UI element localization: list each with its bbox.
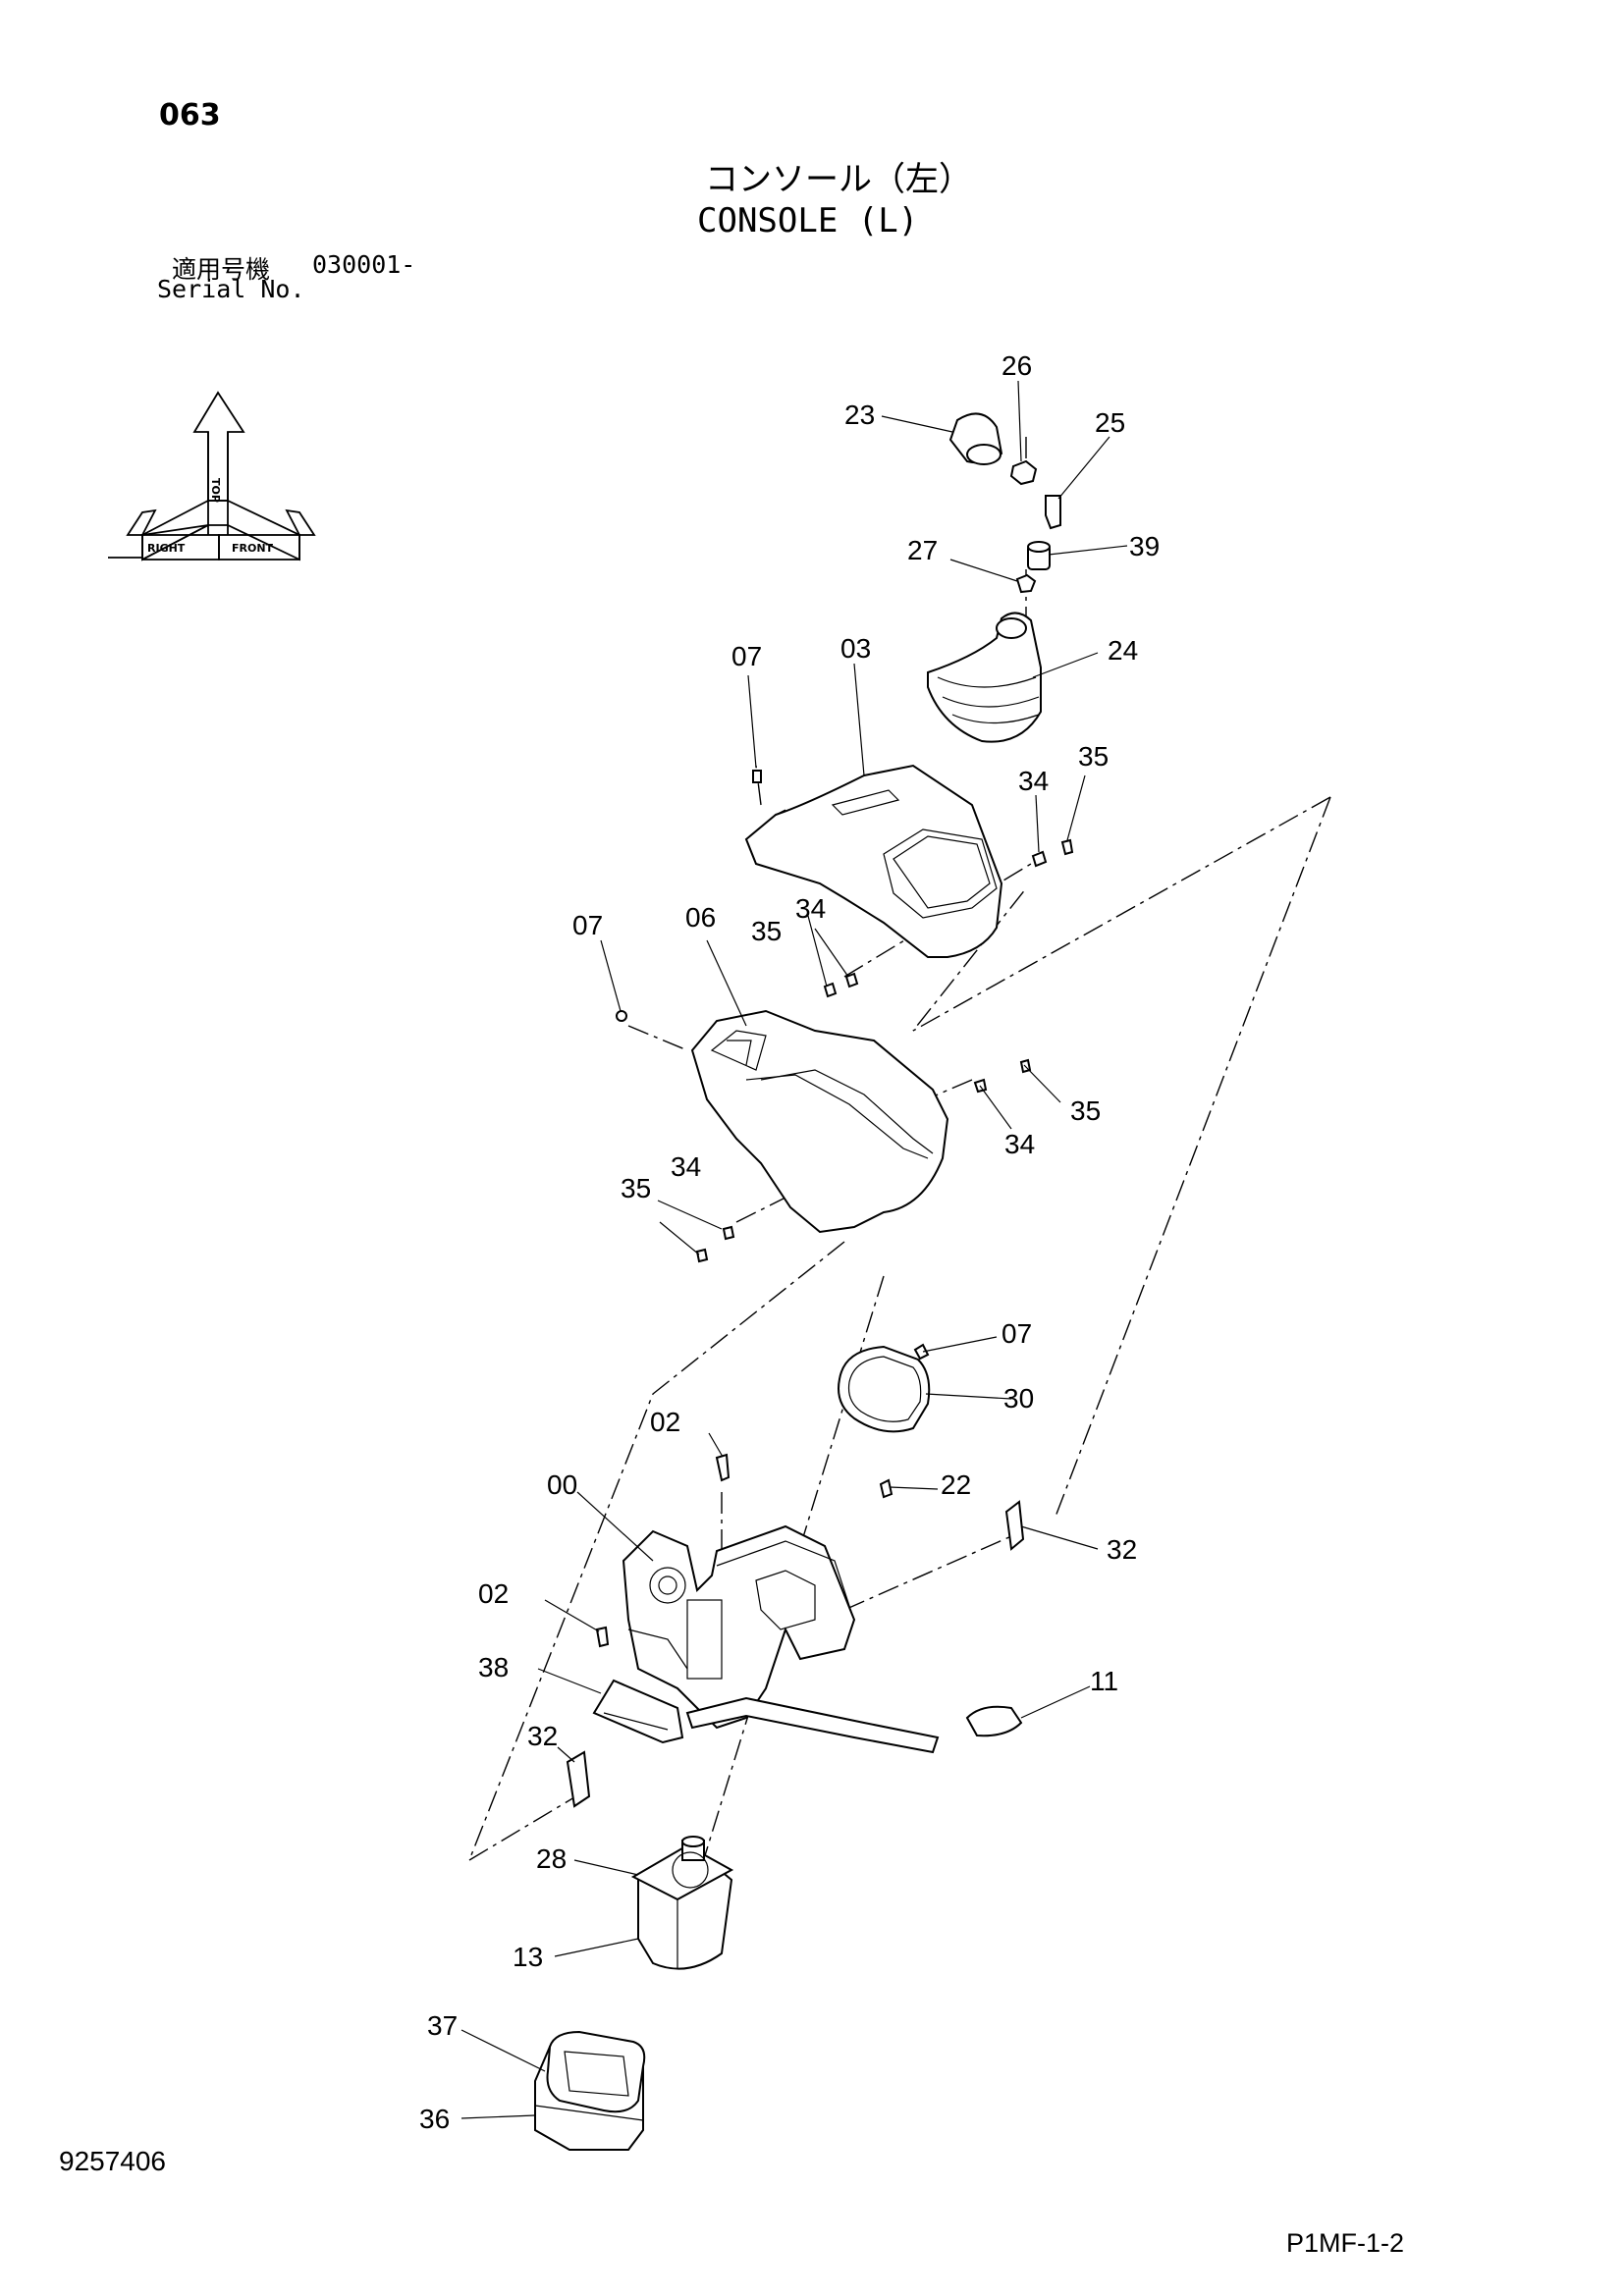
callout-38: 38 <box>478 1652 509 1682</box>
callout-07-a: 07 <box>731 641 762 671</box>
page-title-japanese: コンソール（左） <box>705 160 972 199</box>
callout-39: 39 <box>1129 531 1160 561</box>
orientation-right-label: RIGHT <box>147 542 186 555</box>
clip-part-34-a <box>1031 850 1048 868</box>
callout-00: 00 <box>547 1469 577 1500</box>
console-cover-part-06 <box>690 1009 949 1234</box>
sleeve-part-39 <box>1027 541 1051 570</box>
frame-part-30 <box>838 1345 931 1433</box>
callout-26: 26 <box>1001 350 1032 381</box>
console-base-part-00 <box>622 1524 856 1730</box>
callout-11: 11 <box>1090 1666 1118 1696</box>
plate-part-32-a <box>1004 1500 1025 1551</box>
callout-06: 06 <box>685 902 716 933</box>
bracket-part-25 <box>1045 495 1061 530</box>
nut-part-27 <box>1015 573 1037 594</box>
switch-part-13 <box>630 1836 734 1970</box>
cap-part-11 <box>965 1705 1023 1737</box>
bolt-part-02-b <box>595 1626 610 1648</box>
callout-34-d: 34 <box>671 1151 701 1182</box>
callout-13: 13 <box>513 1942 543 1972</box>
orientation-top-label: TOP <box>209 478 222 503</box>
plate-part-38 <box>592 1679 684 1744</box>
page-title: CONSOLE (L) <box>697 201 919 240</box>
callout-32-a: 32 <box>1107 1534 1137 1565</box>
callout-34-a: 34 <box>1018 766 1049 796</box>
clip-part-07-a <box>752 770 762 783</box>
callout-27: 27 <box>907 535 938 565</box>
callout-25: 25 <box>1095 407 1125 438</box>
boot-part-24 <box>927 612 1042 743</box>
callout-23: 23 <box>844 400 875 430</box>
callout-34-c: 34 <box>1004 1129 1035 1159</box>
serial-label: Serial No. <box>157 275 305 303</box>
callout-35-d: 35 <box>621 1173 651 1203</box>
knob-part-23 <box>948 412 1003 465</box>
callout-32-b: 32 <box>527 1721 558 1751</box>
clip-part-35-a <box>1060 838 1074 856</box>
serial-value: 030001- <box>312 250 416 279</box>
callout-22: 22 <box>941 1469 971 1500</box>
callout-35-b: 35 <box>751 916 782 946</box>
clip-part-35-b <box>823 982 838 998</box>
callout-37: 37 <box>427 2010 458 2041</box>
fastener-group <box>616 770 1074 1361</box>
page-code: P1MF-1-2 <box>1286 2228 1405 2258</box>
callout-24: 24 <box>1108 635 1138 666</box>
callout-28: 28 <box>536 1843 567 1874</box>
callout-labels: 26 23 25 27 39 07 03 24 35 34 07 06 34 3… <box>419 350 1160 2134</box>
document-number: 9257406 <box>59 2146 167 2176</box>
page-number: 063 <box>159 98 221 133</box>
rod-part <box>685 1696 940 1754</box>
bolt-part-02-a <box>715 1453 731 1482</box>
clip-part-07-b <box>616 1010 627 1022</box>
callout-35-c: 35 <box>1070 1095 1101 1126</box>
callout-07-c: 07 <box>1001 1318 1032 1349</box>
callout-35-a: 35 <box>1078 741 1109 772</box>
callout-36: 36 <box>419 2104 450 2134</box>
orientation-front-label: FRONT <box>232 542 274 555</box>
leader-lines <box>460 380 1128 2119</box>
callout-02-a: 02 <box>650 1407 680 1437</box>
clip-part-07-c <box>913 1343 930 1361</box>
serial-label-japanese: 適用号機 <box>172 255 271 284</box>
grommet-part-36 <box>534 2030 646 2151</box>
plate-part-32-b <box>566 1750 591 1808</box>
clip-part-34-b <box>844 972 859 988</box>
bolt-part-22 <box>879 1478 893 1499</box>
callout-07-b: 07 <box>572 910 603 940</box>
callout-03: 03 <box>840 633 871 664</box>
orientation-arrow-icon: TOP RIGHT FRONT <box>108 391 316 561</box>
console-cover-part-03 <box>744 764 1003 958</box>
clip-part-35-d <box>695 1248 709 1263</box>
clip-part-34-d <box>722 1225 735 1241</box>
callout-34-b: 34 <box>795 893 826 924</box>
callout-30: 30 <box>1003 1383 1034 1414</box>
callout-02-b: 02 <box>478 1578 509 1609</box>
nut-part-26 <box>1009 459 1038 486</box>
